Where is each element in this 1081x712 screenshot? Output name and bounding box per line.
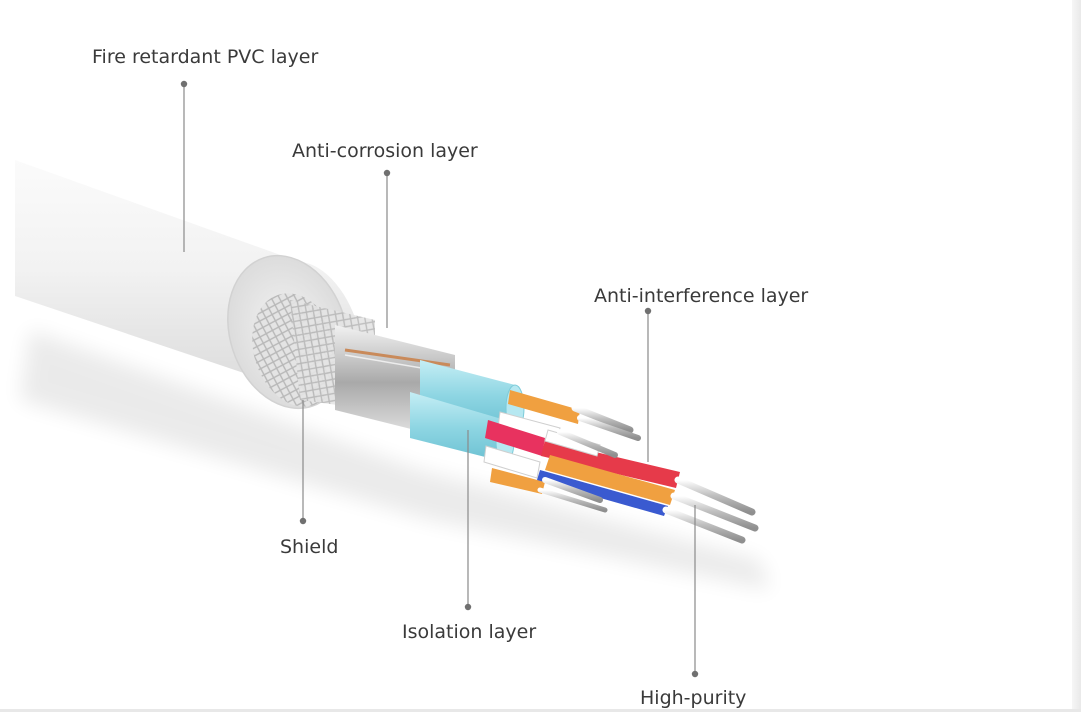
conductor-blue <box>537 470 668 516</box>
label-pvc-layer: Fire retardant PVC layer <box>92 46 319 68</box>
conductor-orange-bottom <box>490 468 545 494</box>
conductor-red <box>541 440 680 488</box>
label-high-purity: High-purity <box>640 687 747 709</box>
conductor-orange-top <box>508 390 580 424</box>
bottom-border <box>0 709 1081 712</box>
label-isolation: Isolation layer <box>402 621 537 643</box>
callout-lines <box>180 80 699 678</box>
conductor-pink <box>485 420 545 456</box>
conductor-orange-long <box>545 455 675 505</box>
label-shield: Shield <box>280 536 339 558</box>
label-anti-interference: Anti-interference layer <box>594 285 809 307</box>
drain-wire <box>344 348 451 367</box>
right-border <box>1072 0 1081 712</box>
isolation-sleeve-bottom <box>410 392 505 462</box>
bare-copper-wires <box>537 404 759 544</box>
label-anti-corrosion: Anti-corrosion layer <box>292 140 478 162</box>
cable-shadow <box>20 330 770 590</box>
